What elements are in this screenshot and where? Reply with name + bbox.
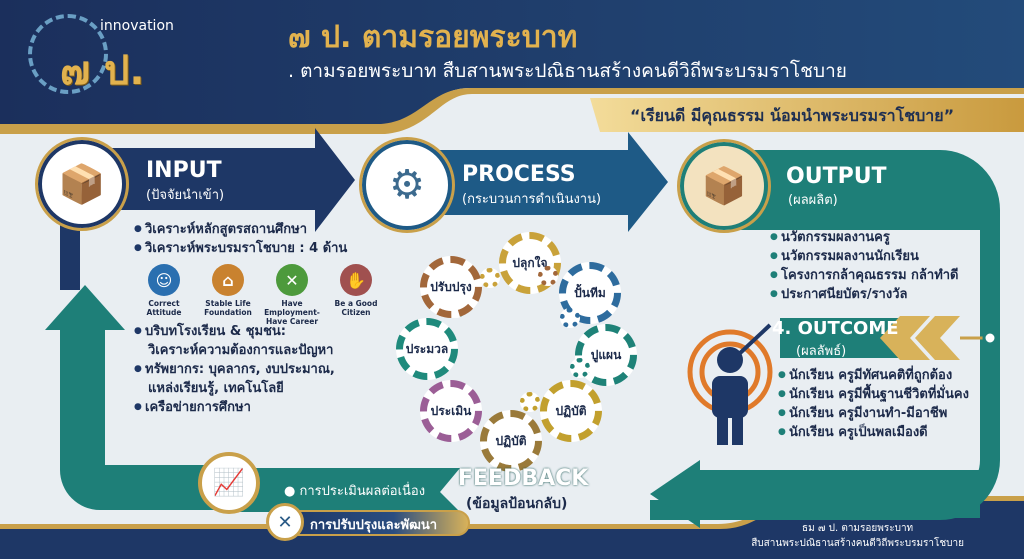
outcome-list: นักเรียน ครูมีทัศนคติที่ถูกต้อง นักเรียน… (778, 366, 969, 442)
line-chart-icon: 📈 (198, 452, 260, 514)
feedback-item: ● การประเมินผลต่อเนื่อง (284, 484, 426, 499)
list-item: วิเคราะห์หลักสูตรสถานศึกษา (134, 220, 347, 239)
gear-step: ปรับปรุง (420, 256, 482, 318)
list-item: นวัตกรรมผลงานครู (770, 228, 959, 247)
head-icon: ☺ (148, 264, 180, 296)
open-box-icon: 📦 (677, 139, 771, 233)
logo-word: innovation (100, 18, 174, 34)
feedback-arrowhead (650, 460, 700, 528)
handshake-icon: ✋ (340, 264, 372, 296)
process-subtitle: (กระบวนการดำเนินงาน) (462, 192, 602, 207)
feedback-subtitle: (ข้อมูลป้อนกลับ) (466, 496, 568, 512)
list-item: นวัตกรรมผลงานนักเรียน (770, 247, 959, 266)
input-title: INPUT (146, 158, 222, 183)
footer-line-1: ธม ๗ ป. ตามรอยพระบาท (802, 523, 914, 534)
logo-emblem (28, 14, 108, 94)
logo-text: ๗ ป. (60, 48, 145, 94)
input-list-2: บริบทโรงเรียน & ชุมชน: วิเคราะห์ความต้อง… (134, 322, 335, 417)
gear-step: ปฏิบัติ (480, 410, 542, 472)
outcome-subtitle: (ผลลัพธ์) (796, 344, 847, 359)
feedback-bar (230, 468, 460, 512)
list-item-cont: วิเคราะห์ความต้องการและปัญหา (148, 343, 334, 358)
input-list: วิเคราะห์หลักสูตรสถานศึกษา วิเคราะห์พระบ… (134, 220, 347, 258)
gear-step: ประเมิน (420, 380, 482, 442)
list-item: ทรัพยากร: บุคลากร, งบประมาณ, (134, 360, 335, 379)
wrench-screwdriver-icon: ✕ (266, 503, 304, 541)
loop-left (45, 285, 230, 510)
page-subtitle: . ตามรอยพระบาท สืบสานพระปณิธานสร้างคนดีว… (288, 60, 847, 82)
process-title: PROCESS (462, 162, 576, 187)
input-subtitle: (ปัจจัยนำเข้า) (146, 188, 225, 203)
outcome-title: 4. OUTCOME (772, 318, 899, 339)
footer-line-2: สืบสานพระปณิธานสร้างคนดีวิถีพระบรมราโชบา… (751, 538, 964, 549)
pillar-career: ✕Have Employment-Have Career (262, 264, 322, 326)
tagline: “เรียนดี มีคุณธรรม น้อมนำพระบรมราโชบาย” (630, 106, 955, 125)
tagline-band (590, 98, 1024, 132)
gear-step: ประมวล (396, 318, 458, 380)
list-item: วิเคราะห์พระบรมราโชบาย : 4 ด้าน (134, 239, 347, 258)
list-item: โครงการกล้าคุณธรรม กล้าทำดี (770, 266, 959, 285)
output-title: OUTPUT (786, 164, 887, 189)
gears-icon: ⚙ (359, 137, 455, 233)
improve-badge (280, 510, 470, 536)
list-item: ประกาศนียบัตร/รางวัล (770, 285, 959, 304)
gear-step: ปฏิบัติ (540, 380, 602, 442)
small-gear-icon (538, 266, 558, 286)
gear-step: ปั้นทีม (559, 262, 621, 324)
footer-text: ธม ๗ ป. ตามรอยพระบาทสืบสานพระปณิธานสร้าง… (751, 521, 964, 551)
list-item: นักเรียน ครูเป็นพลเมืองดี (778, 423, 969, 442)
header-band (0, 0, 1024, 128)
feedback-title: FEEDBACK (458, 466, 589, 491)
output-subtitle: (ผลผลิต) (788, 193, 838, 208)
small-gear-icon (560, 308, 580, 328)
list-item-cont: แหล่งเรียนรู้, เทคโนโลยี (148, 381, 284, 396)
small-gear-icon (570, 358, 590, 378)
person-icon (712, 347, 748, 445)
list-item: นักเรียน ครูมีงานทำ-มีอาชีพ (778, 404, 969, 423)
input-box-icon: 📦 (35, 137, 129, 231)
list-item: บริบทโรงเรียน & ชุมชน: (134, 322, 335, 341)
output-list: นวัตกรรมผลงานครู นวัตกรรมผลงานนักเรียน โ… (770, 228, 959, 304)
outcome-bar (780, 318, 900, 358)
improve-label: การปรับปรุงและพัฒนา (310, 518, 438, 533)
house-icon: ⌂ (212, 264, 244, 296)
small-gear-icon (520, 392, 540, 412)
list-item: นักเรียน ครูมีพื้นฐานชีวิตที่มั่นคง (778, 385, 969, 404)
tools-icon: ✕ (276, 264, 308, 296)
input-arrow (90, 128, 355, 232)
list-item: เครือข่ายการศึกษา (134, 398, 335, 417)
gear-step: ปูแผน (575, 324, 637, 386)
list-item: นักเรียน ครูมีทัศนคติที่ถูกต้อง (778, 366, 969, 385)
process-arrow (420, 132, 668, 232)
small-gear-icon (480, 268, 500, 288)
page-title: ๗ ป. ตามรอยพระบาท (288, 20, 578, 55)
